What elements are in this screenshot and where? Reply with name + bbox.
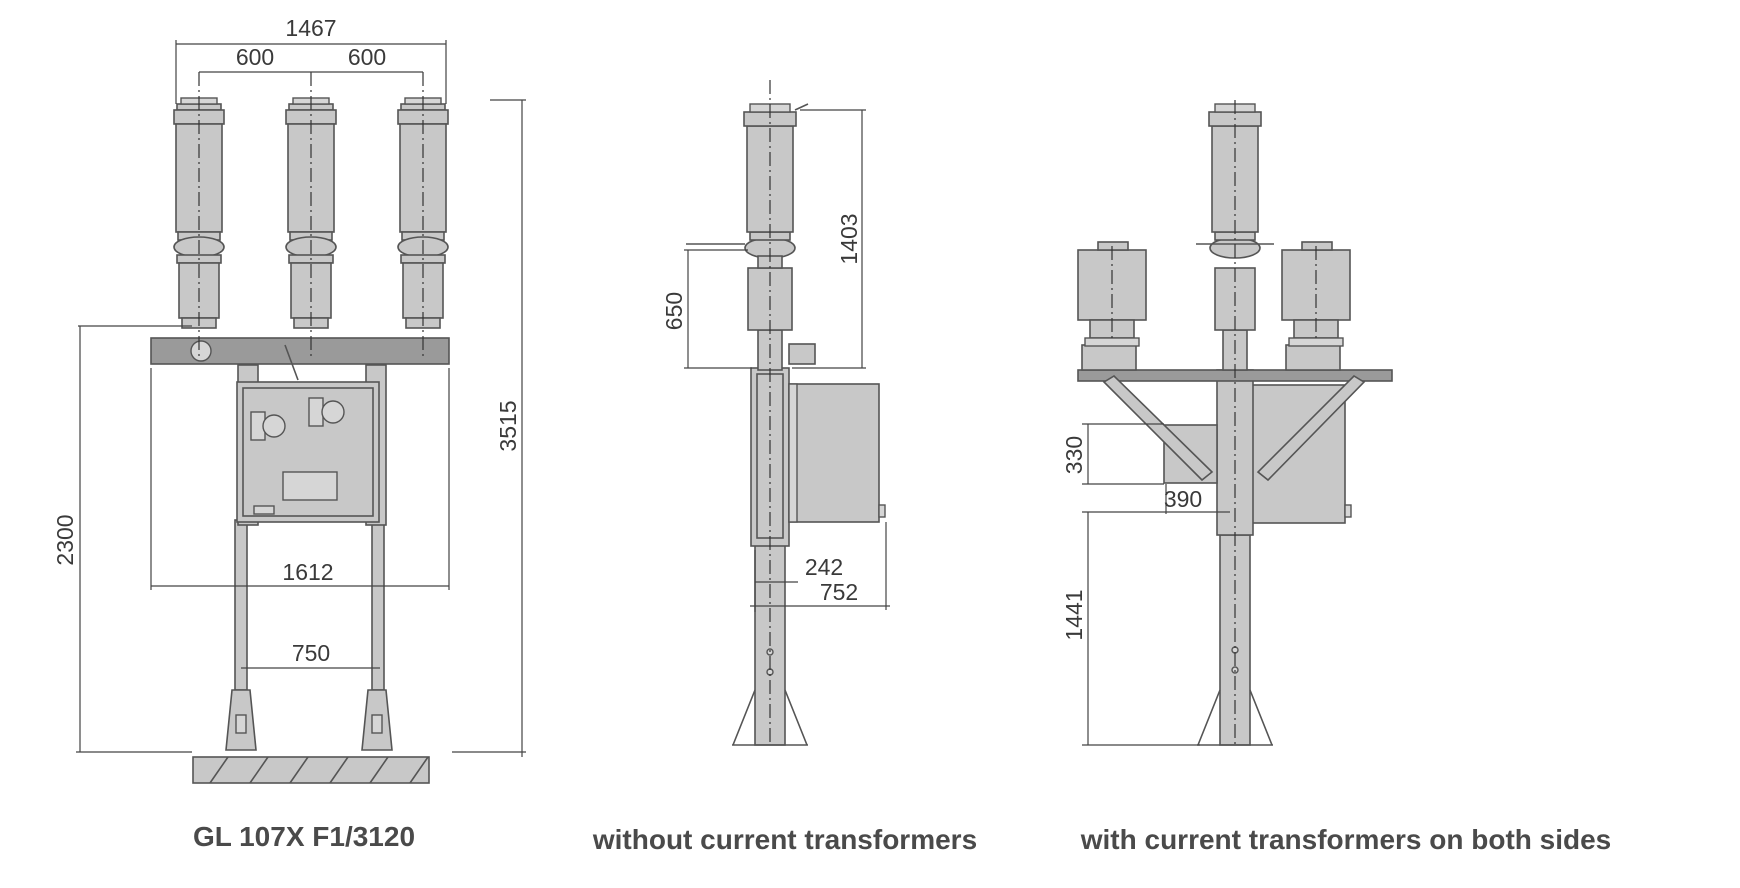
dim-ct-base-height: 1441 bbox=[1061, 589, 1087, 640]
caption-without-ct: without current transformers bbox=[592, 824, 977, 855]
single-pole-drawing: 1403 650 242 752 bbox=[661, 80, 890, 746]
dim-width-total: 1467 bbox=[285, 15, 336, 41]
dim-bracket-height: 330 bbox=[1061, 436, 1087, 474]
dim-cabinet-offset: 242 bbox=[805, 554, 843, 580]
dim-pole-spacing-left: 600 bbox=[236, 44, 274, 70]
dim-leg-spacing: 750 bbox=[292, 640, 330, 666]
dim-single-pole-height: 1403 bbox=[836, 213, 862, 264]
caption-with-ct: with current transformers on both sides bbox=[1080, 824, 1612, 855]
dim-cabinet-depth: 752 bbox=[820, 579, 858, 605]
dim-pole-spacing-right: 600 bbox=[348, 44, 386, 70]
dim-height-to-frame: 2300 bbox=[52, 514, 78, 565]
dim-height-total: 3515 bbox=[495, 400, 521, 451]
dim-bracket-offset: 390 bbox=[1164, 486, 1202, 512]
three-pole-drawing: 1467 600 600 3515 2300 1612 750 bbox=[52, 15, 526, 784]
dim-frame-width: 1612 bbox=[282, 559, 333, 585]
dim-lower-section: 650 bbox=[661, 292, 687, 330]
ct-pole-drawing: 330 390 1441 bbox=[1061, 100, 1393, 746]
caption-model: GL 107X F1/3120 bbox=[193, 821, 415, 852]
